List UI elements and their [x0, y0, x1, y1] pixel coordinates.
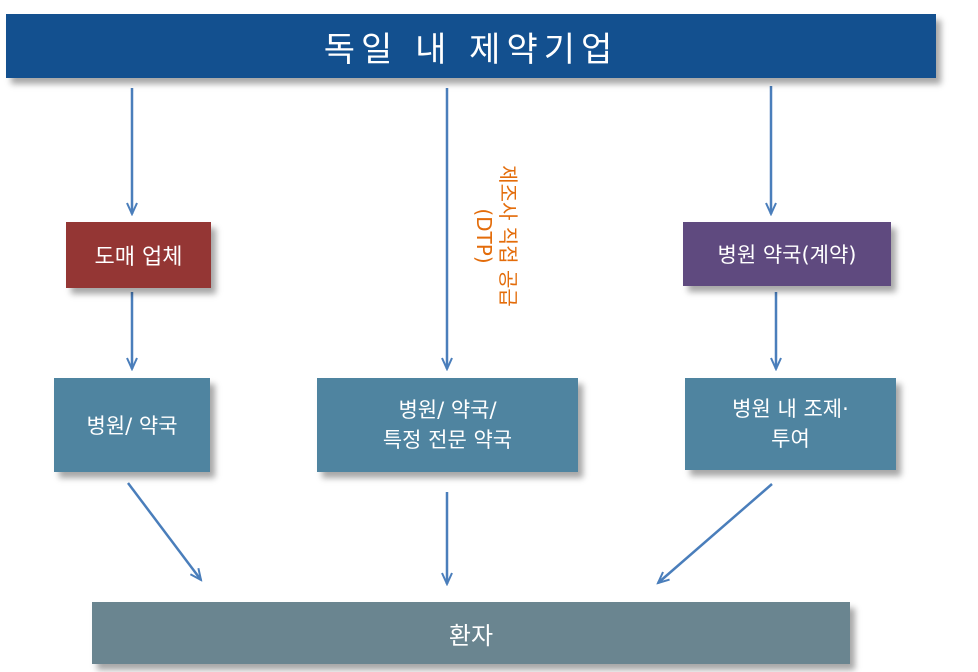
hospital-pharmacy-box-middle: 병원/ 약국/ 특정 전문 약국 [317, 378, 578, 472]
wholesale-box: 도매 업체 [66, 222, 211, 288]
arrow-right-to-patient [658, 483, 773, 583]
hospital-dispensing-line2: 투여 [771, 427, 810, 451]
direct-supply-line2: (DTP) [472, 208, 496, 264]
hospital-dispensing-line1: 병원 내 조제· [732, 396, 849, 421]
direct-supply-label: 제조사 직접 공급 (DTP) [472, 165, 520, 307]
pharma-company-header: 독일 내 제약기업 [6, 14, 936, 78]
contract-pharmacy-box: 병원 약국(계약) [683, 222, 891, 286]
patient-label: 환자 [448, 621, 494, 650]
hospital-pharmacy-middle-line2: 특정 전문 약국 [382, 428, 513, 452]
hospital-pharmacy-middle-line1: 병원/ 약국/ [398, 397, 497, 422]
hospital-dispensing-box-right: 병원 내 조제· 투여 [685, 378, 896, 470]
patient-box: 환자 [92, 602, 850, 664]
arrow-left-to-patient [127, 482, 201, 580]
pharma-company-title: 독일 내 제약기업 [323, 29, 619, 70]
hospital-pharmacy-left-label: 병원/ 약국 [86, 414, 178, 438]
hospital-pharmacy-box-left: 병원/ 약국 [54, 378, 210, 472]
direct-supply-line1: 제조사 직접 공급 [496, 165, 520, 307]
wholesale-label: 도매 업체 [94, 245, 183, 270]
contract-pharmacy-label: 병원 약국(계약) [717, 243, 857, 267]
